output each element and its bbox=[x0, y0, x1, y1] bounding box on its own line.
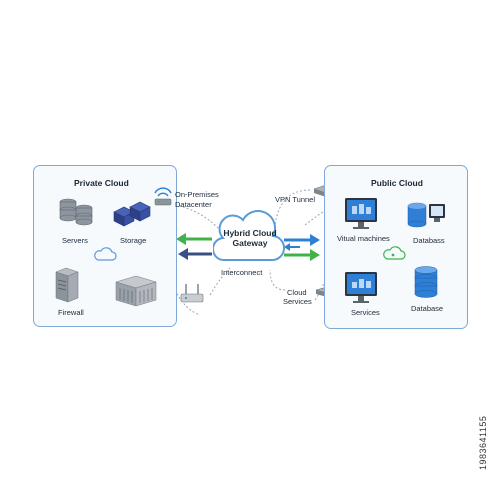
storage-icon bbox=[113, 201, 151, 227]
green-cloud-icon bbox=[383, 246, 406, 260]
arrow-navy-left bbox=[178, 248, 212, 260]
arrow-blue-right bbox=[284, 234, 320, 246]
services-label: Services bbox=[351, 308, 380, 317]
firewall-label: Firewall bbox=[58, 308, 84, 317]
wifi-router-icon bbox=[154, 187, 172, 206]
hybrid-cloud-gateway-icon bbox=[213, 210, 285, 262]
storage-label: Storage bbox=[120, 236, 147, 245]
public-cloud-panel: Public Cloud Vitual machines Databass bbox=[324, 165, 468, 329]
arrow-green-right bbox=[284, 249, 320, 261]
database-bottom-label: Database bbox=[411, 304, 444, 313]
rack-icon bbox=[115, 275, 157, 307]
connector-datacenter bbox=[174, 204, 219, 229]
database-bottom-icon bbox=[414, 266, 438, 298]
on-premises-label: On-Premises bbox=[175, 190, 219, 199]
public-cloud-title: Public Cloud bbox=[371, 178, 423, 188]
gateway-title-line1: Hybrid Cloud bbox=[223, 228, 277, 238]
arrow-blue-left-small bbox=[284, 243, 300, 251]
connector-vpn bbox=[274, 189, 311, 226]
cloud-outline-icon bbox=[94, 247, 117, 261]
gateway-title-line2: Gateway bbox=[232, 238, 268, 248]
arrow-green-left bbox=[176, 233, 212, 245]
datacenter-label: Datacenter bbox=[175, 200, 212, 209]
connector-router bbox=[209, 267, 231, 296]
vpn-tunnel-label: VPN Tunnel bbox=[275, 195, 316, 204]
firewall-icon bbox=[55, 267, 79, 303]
private-cloud-panel: Private Cloud Servers Storage bbox=[33, 165, 177, 327]
connector-cloud-services bbox=[269, 269, 286, 291]
servers-icon bbox=[59, 198, 93, 226]
connector-left-panel bbox=[174, 289, 201, 316]
cloud-services-label-line1: Cloud bbox=[287, 288, 307, 297]
services-monitor-icon bbox=[345, 272, 377, 303]
database-top-icon bbox=[407, 202, 445, 228]
connector-right-upper bbox=[304, 209, 327, 226]
interconnect-label: Interconnect bbox=[221, 268, 263, 277]
servers-label: Servers bbox=[62, 236, 88, 245]
database-top-label: Databass bbox=[413, 236, 445, 245]
virtual-machines-label: Vitual machines bbox=[337, 234, 390, 243]
private-cloud-title: Private Cloud bbox=[74, 178, 129, 188]
router-icon bbox=[180, 284, 204, 303]
virtual-machines-monitor-icon bbox=[345, 198, 377, 229]
cloud-services-label-line2: Services bbox=[283, 297, 312, 306]
